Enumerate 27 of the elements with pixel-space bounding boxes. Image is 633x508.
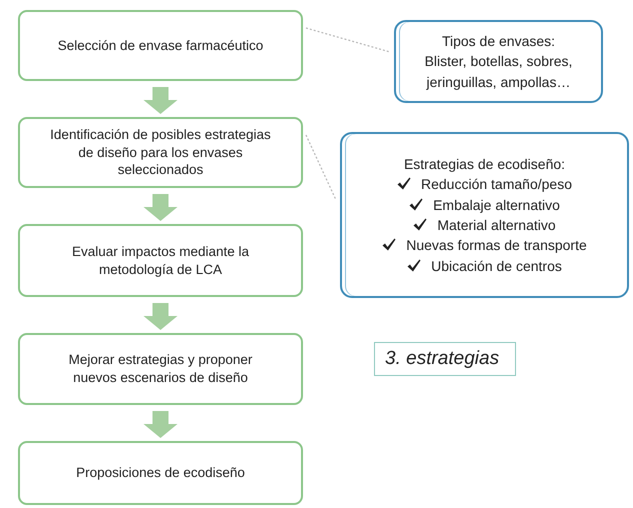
note-box	[394, 20, 603, 103]
list-item: Nuevas formas de transporte	[406, 237, 587, 254]
process-box	[18, 117, 303, 188]
box-text: Evaluar impactos mediante la metodología de LCA	[70, 242, 250, 278]
process-box	[18, 333, 303, 405]
box-text: Tipos de envases: Blister, botellas, sobres, jeringuillas, ampollas…	[424, 32, 574, 92]
box-text: Proposiciones de ecodiseño	[76, 464, 245, 482]
list-item: Ubicación de centros	[431, 258, 562, 274]
process-box	[18, 10, 303, 81]
process-box	[18, 441, 303, 505]
list-item: Reducción tamaño/peso	[421, 176, 572, 192]
process-box	[18, 224, 303, 297]
box-text: Mejorar estrategias y proponer nuevos escenarios de diseño	[68, 351, 254, 387]
list-item: Material alternativo	[437, 217, 556, 233]
note-box	[340, 132, 629, 298]
connector-line	[305, 134, 337, 200]
connector-line	[306, 27, 390, 53]
block-arrow	[144, 411, 178, 438]
box-text: Selección de envase farmacéutico	[58, 36, 264, 54]
label-box	[374, 342, 516, 376]
list-item: Embalaje alternativo	[433, 196, 560, 213]
block-arrow	[144, 194, 178, 221]
box-text: 3. estrategias	[385, 348, 500, 370]
block-arrow	[144, 303, 178, 330]
box-heading: Estrategias de ecodiseño:	[404, 155, 566, 174]
block-arrow	[144, 87, 178, 114]
box-text: Identificación de posibles estrategias de diseño para los envases seleccionados	[50, 126, 271, 179]
